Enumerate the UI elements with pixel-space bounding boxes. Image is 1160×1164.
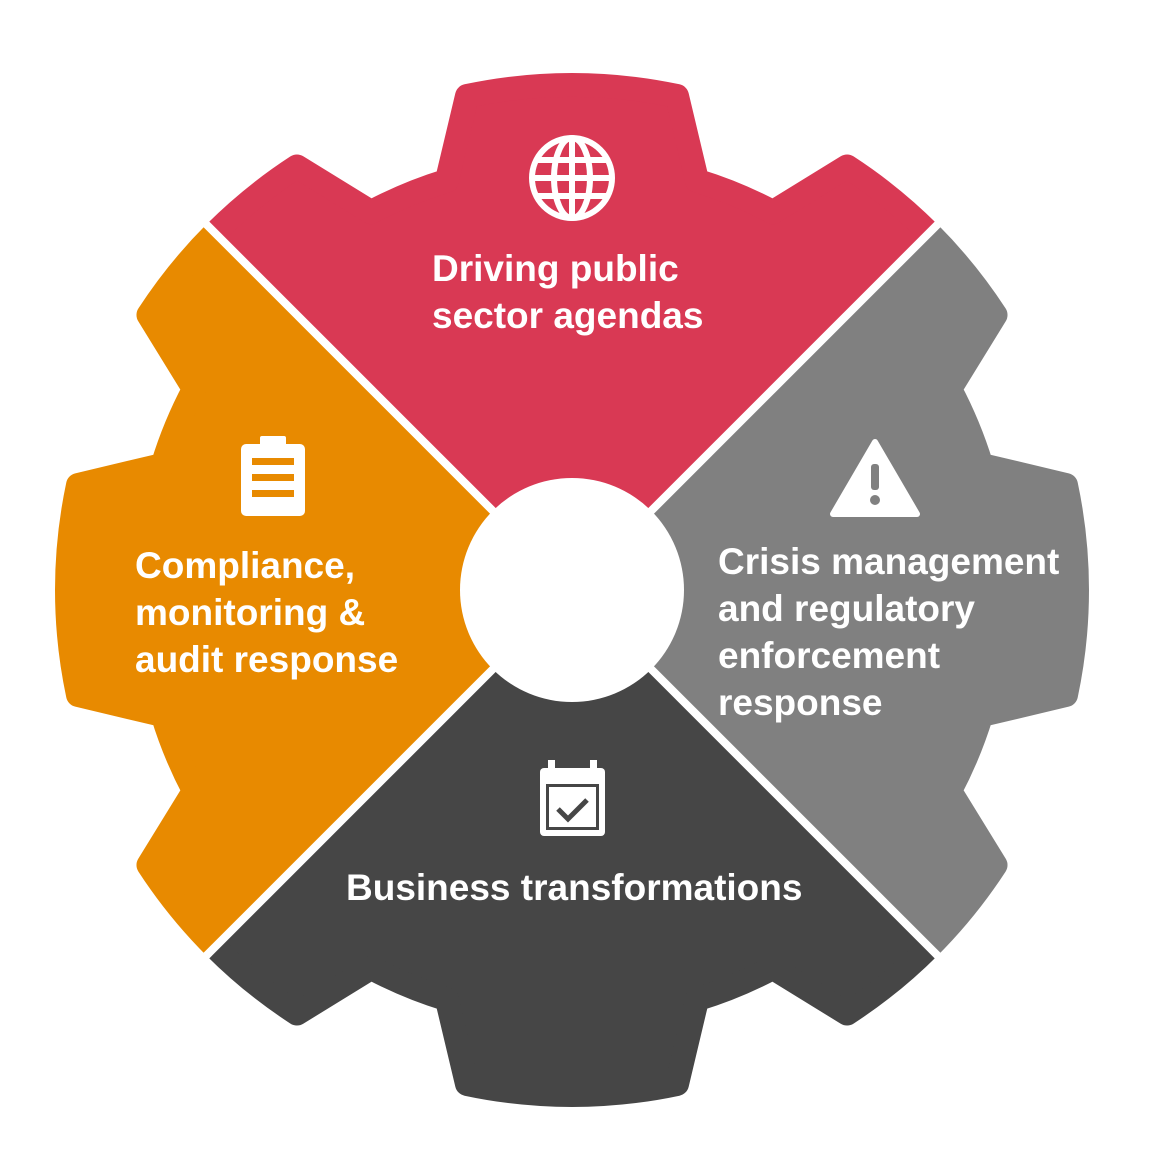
clipboard-icon — [241, 436, 305, 516]
label-line: Crisis management — [718, 541, 1060, 582]
label-line: Business transformations — [346, 867, 803, 908]
label-line: audit response — [135, 639, 399, 680]
label-line: Driving public — [432, 248, 679, 289]
label-line: sector agendas — [432, 295, 704, 336]
calendar-check-icon — [540, 760, 605, 836]
label-compliance: Compliance, monitoring & audit response — [135, 542, 398, 683]
label-line: enforcement — [718, 635, 941, 676]
label-line: monitoring & — [135, 592, 366, 633]
label-line: Compliance, — [135, 545, 355, 586]
warning-icon — [830, 439, 920, 517]
label-line: response — [718, 682, 883, 723]
label-line: and regulatory — [718, 588, 975, 629]
center-hub — [460, 478, 684, 702]
globe-icon — [529, 135, 615, 221]
label-driving-public-sector: Driving public sector agendas — [432, 245, 703, 339]
label-business-transformations: Business transformations — [346, 864, 802, 911]
label-crisis-management: Crisis management and regulatory enforce… — [718, 538, 1059, 726]
